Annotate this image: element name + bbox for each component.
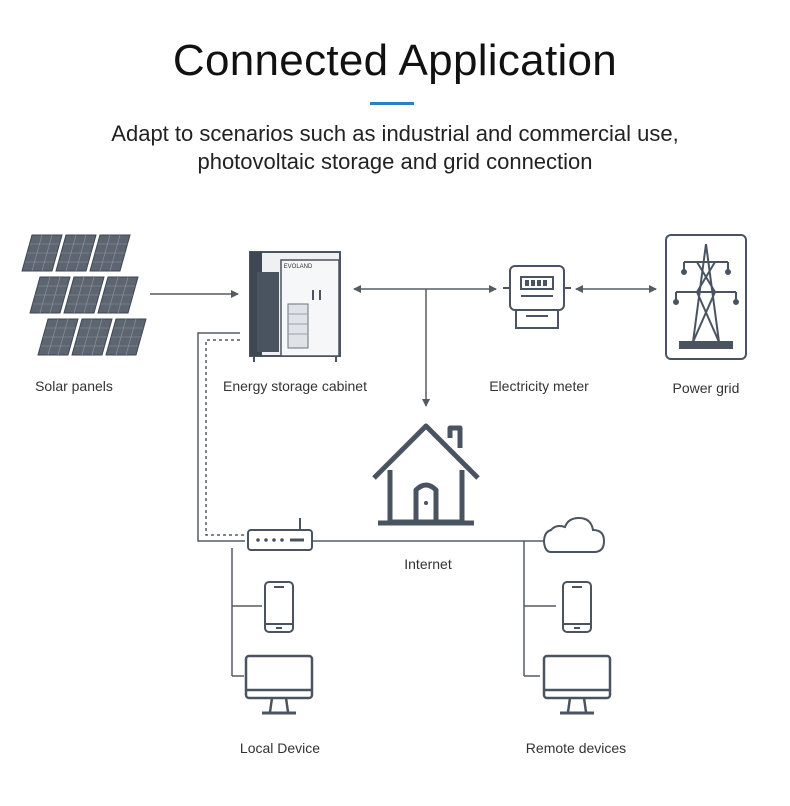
power-flow-lines bbox=[150, 285, 657, 407]
power-grid-icon bbox=[665, 234, 747, 360]
label-internet: Internet bbox=[404, 556, 452, 572]
house-icon bbox=[372, 423, 480, 526]
subtitle-line-2: photovoltaic storage and grid connection bbox=[197, 149, 593, 174]
page-title: Connected Application bbox=[172, 36, 618, 85]
label-energy-storage-cabinet: Energy storage cabinet bbox=[223, 378, 367, 394]
local-monitor-icon bbox=[244, 654, 314, 715]
label-solar-panels: Solar panels bbox=[35, 378, 113, 394]
cabinet-brand-text: EVOLAND bbox=[284, 264, 313, 270]
electricity-meter-icon bbox=[503, 265, 571, 329]
cloud-icon bbox=[542, 516, 606, 553]
energy-storage-cabinet-icon: EVOLAND bbox=[249, 251, 341, 362]
label-remote-devices: Remote devices bbox=[525, 740, 627, 756]
title-accent-bar bbox=[370, 102, 414, 105]
remote-phone-icon bbox=[562, 581, 592, 633]
remote-monitor-icon bbox=[542, 654, 612, 715]
label-power-grid: Power grid bbox=[672, 380, 740, 396]
solar-panels-icon bbox=[21, 234, 147, 356]
local-phone-icon bbox=[264, 581, 294, 633]
label-electricity-meter: Electricity meter bbox=[489, 378, 589, 394]
page-subtitle: Adapt to scenarios such as industrial an… bbox=[60, 120, 730, 176]
communication-lines bbox=[197, 332, 556, 677]
label-local-device: Local Device bbox=[239, 740, 321, 756]
router-icon bbox=[247, 518, 313, 551]
subtitle-line-1: Adapt to scenarios such as industrial an… bbox=[111, 121, 679, 146]
